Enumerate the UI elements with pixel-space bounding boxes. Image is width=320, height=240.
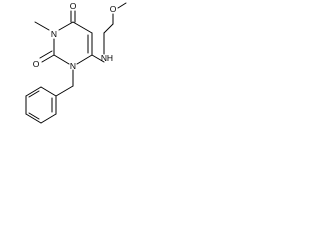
bond-n3-methyl: [34, 21, 50, 31]
bond-ch2-phenyl: [55, 85, 74, 97]
bond-ph-double-c: [28, 90, 40, 98]
bond-ph-5: [25, 86, 42, 97]
bond-c6-n1: [76, 54, 93, 65]
bond-ch2-ch2: [103, 23, 114, 34]
bond-ph-double-b: [28, 112, 40, 120]
bond-c6-nh: [91, 54, 105, 63]
bond-c2-o-double: [39, 50, 53, 59]
atom-o-left: O: [33, 59, 40, 69]
bond-ph-6: [40, 86, 57, 97]
atom-nh-h: H: [107, 53, 113, 63]
bond-c4-c5: [72, 21, 93, 34]
atom-o-ether: O: [110, 4, 117, 14]
atom-o-top: O: [70, 1, 77, 11]
bond-o-methyl: [117, 2, 127, 9]
bond-n1-c2: [53, 54, 70, 65]
atom-n1: N: [70, 61, 76, 71]
atom-labels: O N O N N H O: [33, 1, 117, 71]
bonds: [25, 2, 127, 124]
bond-ph-2: [40, 113, 57, 124]
bond-n3-c4: [58, 21, 74, 31]
bond-ph-3: [25, 113, 42, 124]
atom-n3: N: [51, 29, 57, 39]
atom-nh: N: [101, 53, 107, 63]
chemical-structure: O N O N N H O: [25, 1, 127, 124]
bond-c2-o: [41, 54, 55, 63]
